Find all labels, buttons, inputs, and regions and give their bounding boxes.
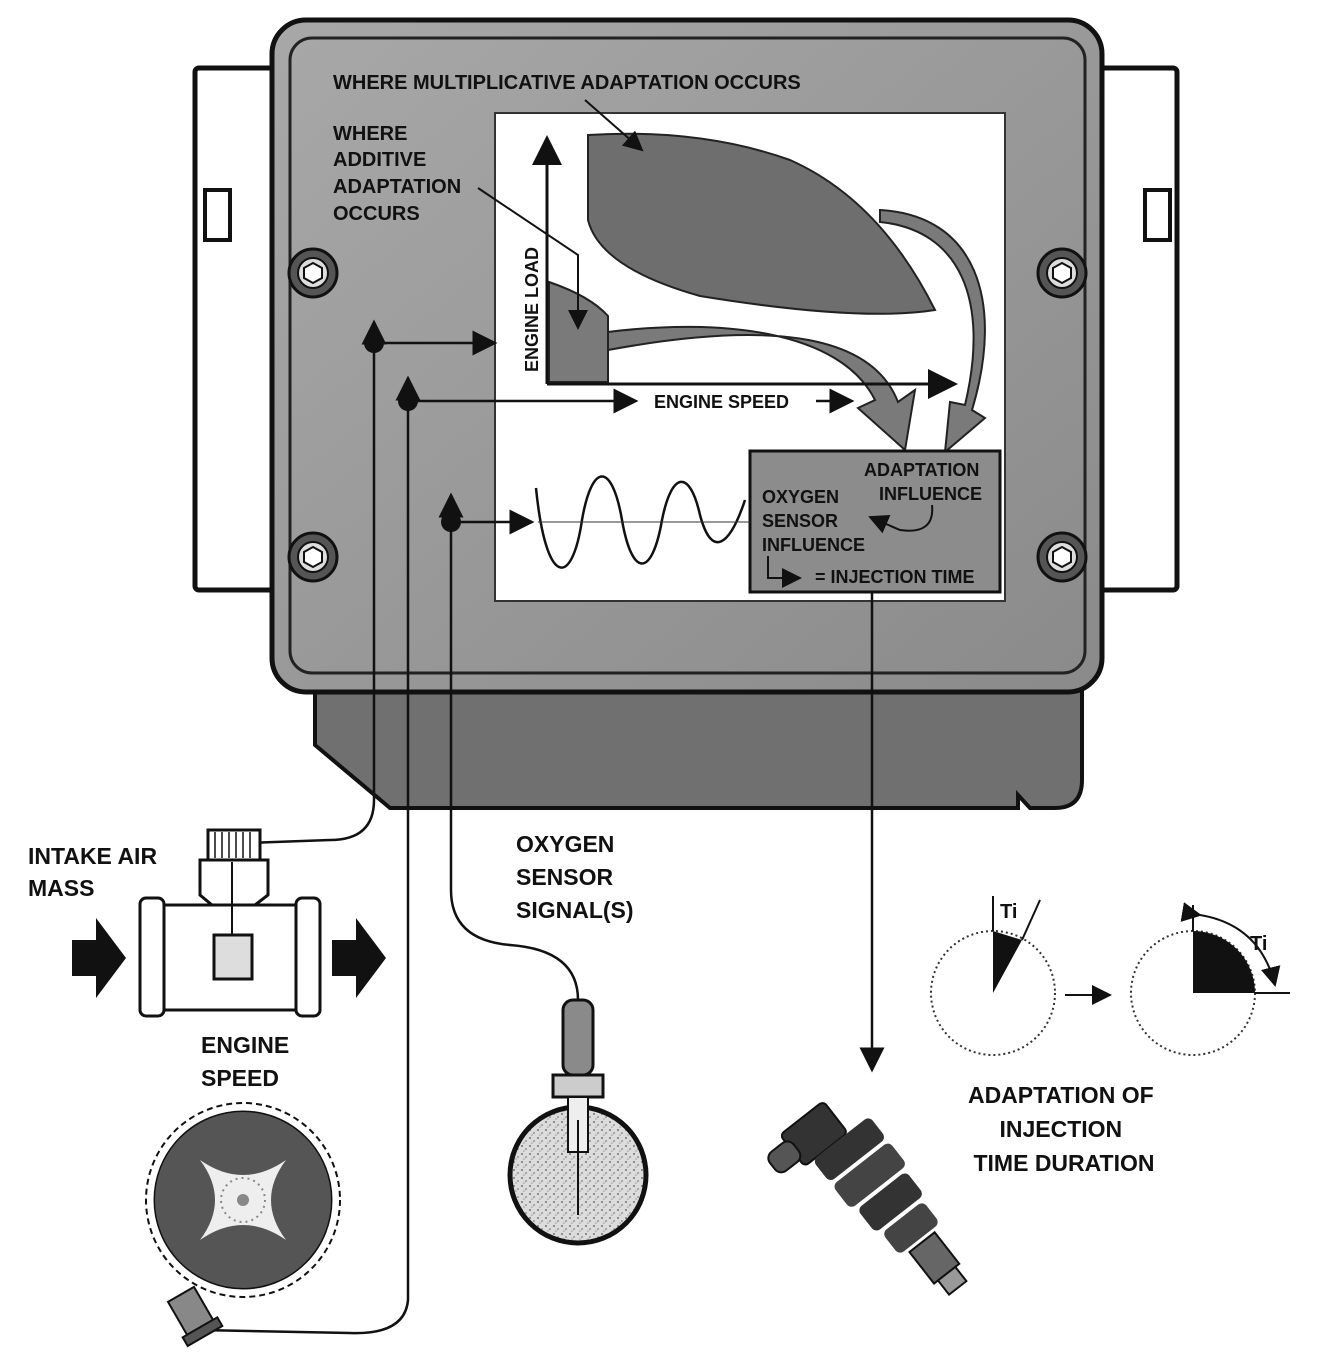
multiplicative-pointer (584, 99, 644, 152)
engine-speed-axis-label: ENGINE SPEED (654, 392, 789, 412)
engine-load-label: ENGINE LOAD (522, 247, 542, 372)
air-outflow-arrow (332, 918, 386, 998)
injection-time-label: = INJECTION TIME (815, 567, 975, 587)
air-mass-meter (138, 828, 322, 1018)
engine-speed-sensor-wheel (145, 1102, 341, 1298)
air-inflow-arrow (72, 918, 126, 998)
additive-transfer-arrow (607, 325, 917, 452)
ecu-inner-border (288, 36, 1087, 675)
screw-icon (287, 247, 339, 299)
oxygen-signal-label: OXYGEN SENSOR SIGNAL(S) (516, 831, 634, 923)
additive-pointer (477, 187, 588, 330)
oxygen-influence-label: OXYGEN SENSOR INFLUENCE (762, 487, 865, 555)
adaptation-influence-label: ADAPTATION INFLUENCE (864, 460, 984, 504)
adaptation-to-oxygen-arrow (868, 504, 934, 534)
ecu-connector-housing (313, 688, 1084, 810)
engine-speed-sensor-label: ENGINE SPEED (201, 1032, 296, 1091)
oxygen-signal-wave (534, 475, 747, 569)
additive-label: WHERE ADDITIVE ADAPTATION OCCURS (333, 123, 467, 225)
additive-adaptation-region (548, 280, 609, 383)
intake-air-junction (364, 333, 384, 353)
engine-speed-pickup (166, 1285, 224, 1348)
ti-right-label: Ti (1250, 933, 1267, 955)
injection-bracket-arrow (767, 556, 802, 588)
ti-circle-before (930, 896, 1056, 1056)
oxygen-junction (441, 512, 461, 532)
adaptation-of-label: ADAPTATION OF INJECTION TIME DURATION (968, 1082, 1160, 1176)
screw-icon (1036, 247, 1088, 299)
intake-air-label: INTAKE AIR MASS (28, 843, 163, 901)
multiplicative-adaptation-region (587, 132, 937, 315)
ti-left-label: Ti (1000, 901, 1017, 923)
multiplicative-label: WHERE MULTIPLICATIVE ADAPTATION OCCURS (333, 72, 801, 94)
ti-circle-after (1130, 902, 1290, 1056)
engine-speed-junction (398, 391, 418, 411)
oxygen-sensor (507, 998, 649, 1246)
ecu-right-bracket (1082, 65, 1180, 593)
screw-icon (1036, 531, 1088, 583)
fuel-injector (767, 1102, 968, 1297)
multiplicative-transfer-arrow (879, 208, 987, 455)
screw-icon (287, 531, 339, 583)
